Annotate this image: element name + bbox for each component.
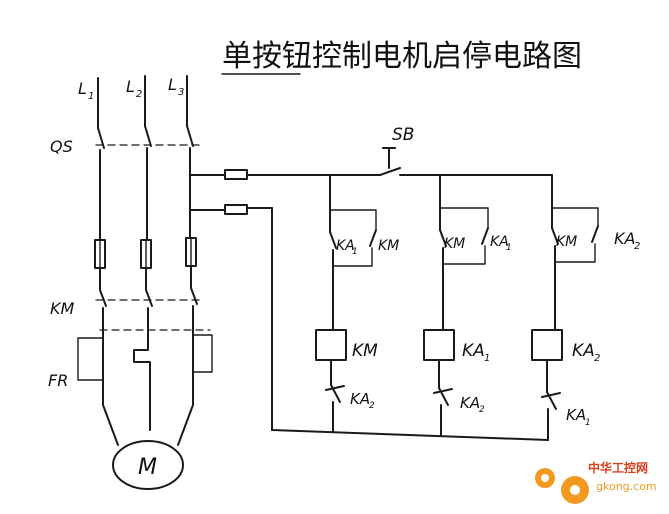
svg-text:KA: KA — [336, 238, 355, 254]
coil1-label: KM — [352, 341, 378, 361]
fr-label: FR — [48, 371, 68, 390]
watermark-brand: 中华工控网 — [588, 460, 648, 475]
svg-text:KM: KM — [444, 236, 465, 252]
watermark-logo: 中华工控网 gkong.com — [535, 460, 657, 504]
svg-text:3: 3 — [178, 87, 184, 98]
svg-text:KA: KA — [460, 394, 480, 412]
svg-text:2: 2 — [479, 405, 485, 415]
control-branches — [329, 174, 599, 331]
svg-text:2: 2 — [369, 401, 375, 411]
phase-label-l2: L 2 — [126, 77, 142, 100]
motor-symbol — [112, 440, 184, 490]
svg-text:KA: KA — [572, 341, 595, 361]
branch2-labels: KM KA 1 — [444, 234, 512, 253]
svg-text:KA: KA — [566, 406, 586, 424]
svg-text:L: L — [78, 79, 87, 98]
phase-label-l1: L 1 — [78, 79, 94, 102]
motor-label: M — [138, 455, 157, 480]
nc2-label: KA 2 — [460, 394, 485, 415]
svg-text:2: 2 — [634, 241, 640, 252]
watermark-domain: gkong.com — [596, 480, 657, 493]
svg-text:2: 2 — [594, 353, 600, 364]
nc3-label: KA 1 — [566, 406, 591, 428]
svg-text:1: 1 — [352, 247, 358, 257]
power-lines — [94, 75, 198, 446]
control-fuses — [189, 169, 549, 441]
branch1-labels: KA 1 KM — [336, 238, 399, 257]
sb-label: SB — [392, 125, 414, 145]
svg-text:KM: KM — [556, 234, 577, 250]
qs-label: QS — [50, 137, 73, 156]
sb-push-button: SB — [379, 125, 553, 176]
phase-label-l3: L 3 — [168, 75, 184, 98]
svg-text:2: 2 — [136, 89, 142, 100]
svg-text:L: L — [126, 77, 135, 96]
coil2-label: KA 1 — [462, 341, 490, 364]
svg-text:KA: KA — [614, 229, 635, 248]
svg-text:1: 1 — [484, 353, 490, 364]
svg-text:KA: KA — [350, 390, 370, 408]
km-main-label: KM — [50, 299, 74, 318]
svg-text:1: 1 — [506, 243, 512, 253]
svg-text:KA: KA — [490, 234, 509, 250]
svg-text:1: 1 — [585, 418, 591, 428]
svg-text:KA: KA — [462, 341, 485, 361]
coil3-label: KA 2 — [572, 341, 600, 364]
svg-text:L: L — [168, 75, 177, 94]
svg-text:KM: KM — [378, 238, 399, 254]
fr-thermal-relay — [77, 329, 213, 381]
svg-text:1: 1 — [88, 91, 94, 102]
nc-contacts — [325, 359, 561, 441]
branch3-labels: KM KA 2 — [556, 229, 640, 252]
diagram-title: 单按钮控制电机启停电路图 — [222, 39, 582, 74]
nc1-label: KA 2 — [350, 390, 375, 411]
